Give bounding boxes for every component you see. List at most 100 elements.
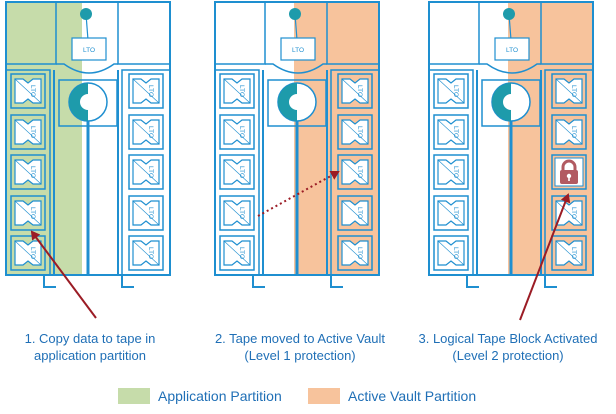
tape-label: LTO bbox=[147, 247, 154, 259]
tape-left-5: LTO bbox=[10, 235, 46, 271]
tape-cartridge-edge bbox=[437, 200, 465, 226]
tape-slot-frame bbox=[433, 235, 469, 271]
tape-cartridge-edge bbox=[555, 119, 583, 145]
tape-left-2: LTO bbox=[219, 114, 255, 150]
tape-right-2: LTO bbox=[337, 114, 373, 150]
tape-slot-frame bbox=[219, 235, 255, 271]
tape-label: LTO bbox=[147, 207, 154, 219]
base-foot-right bbox=[121, 275, 134, 288]
tape-slot-frame bbox=[128, 235, 164, 271]
tape-label: LTO bbox=[452, 85, 459, 97]
tape-slot-frame bbox=[433, 154, 469, 190]
arrow-panel-1 bbox=[30, 230, 97, 319]
caption-panel-1-line-2: application partition bbox=[33, 348, 147, 363]
tape-slot-frame bbox=[10, 235, 46, 271]
tape-label: LTO bbox=[29, 85, 36, 97]
tape-right-4: LTO bbox=[337, 195, 373, 231]
top-left-compartment bbox=[214, 1, 266, 65]
tape-cartridge-edge bbox=[132, 240, 160, 266]
tape-slot-frame bbox=[551, 73, 587, 109]
tape-cartridge-edge bbox=[132, 119, 160, 145]
tape-slot-frame bbox=[128, 114, 164, 150]
tape-label: LTO bbox=[29, 247, 36, 259]
robot-picker-blade bbox=[69, 83, 88, 121]
drive-reel bbox=[289, 8, 301, 20]
tape-slot-frame bbox=[433, 114, 469, 150]
tape-label: LTO bbox=[452, 247, 459, 259]
tape-right-3: LTO bbox=[128, 154, 164, 190]
tape-label: LTO bbox=[147, 85, 154, 97]
drive-label: LTO bbox=[292, 47, 304, 54]
tape-cartridge-edge bbox=[223, 200, 251, 226]
tape-label: LTO bbox=[29, 126, 36, 138]
legend-swatch-application bbox=[118, 388, 150, 404]
tape-right-5: LTO bbox=[337, 235, 373, 271]
tape-slot-frame bbox=[10, 73, 46, 109]
tape-label: LTO bbox=[356, 207, 363, 219]
caption-panel-1-line-1: 1. Copy data to tape in bbox=[24, 331, 156, 346]
tape-cartridge-edge bbox=[341, 119, 369, 145]
base-foot-left bbox=[252, 275, 265, 288]
tape-label: LTO bbox=[570, 247, 577, 259]
tape-slot-frame bbox=[219, 73, 255, 109]
tape-label: LTO bbox=[356, 247, 363, 259]
legend-label-application: Application Partition bbox=[158, 388, 282, 404]
tape-label: LTO bbox=[147, 126, 154, 138]
tape-slot-frame bbox=[337, 235, 373, 271]
tape-cartridge-edge bbox=[341, 78, 369, 104]
tape-cartridge-edge bbox=[437, 78, 465, 104]
robot-picker-frame bbox=[267, 79, 327, 127]
right-slot-column bbox=[121, 69, 171, 276]
tape-label: LTO bbox=[570, 126, 577, 138]
tape-cartridge-edge bbox=[132, 159, 160, 185]
tape-right-2: LTO bbox=[551, 114, 587, 150]
tape-label: LTO bbox=[238, 85, 245, 97]
tape-right-4: LTO bbox=[128, 195, 164, 231]
tape-label: LTO bbox=[29, 166, 36, 178]
base-foot-left bbox=[466, 275, 479, 288]
tape-slot-frame bbox=[219, 114, 255, 150]
tape-label: LTO bbox=[238, 207, 245, 219]
base-foot-right bbox=[544, 275, 557, 288]
tape-cartridge-edge bbox=[14, 78, 42, 104]
tape-slot-frame bbox=[128, 154, 164, 190]
tape-slot-frame bbox=[219, 154, 255, 190]
tape-cartridge-edge bbox=[14, 240, 42, 266]
tape-cartridge-edge bbox=[223, 119, 251, 145]
drive-bay bbox=[280, 37, 316, 61]
tape-slot-frame bbox=[433, 195, 469, 231]
caption-panel-2-line-1: 2. Tape moved to Active Vault bbox=[214, 331, 386, 346]
tape-cartridge-edge bbox=[223, 240, 251, 266]
drive-reel bbox=[503, 8, 515, 20]
drive-label: LTO bbox=[506, 47, 518, 54]
tape-left-4: LTO bbox=[10, 195, 46, 231]
tape-right-3: LTO bbox=[551, 154, 587, 190]
tape-cartridge-edge bbox=[132, 78, 160, 104]
tape-cartridge-edge bbox=[223, 159, 251, 185]
tape-left-3: LTO bbox=[219, 154, 255, 190]
tape-cartridge-edge bbox=[437, 240, 465, 266]
tape-slot-frame bbox=[337, 73, 373, 109]
tape-cartridge-edge bbox=[555, 78, 583, 104]
tape-cartridge-edge bbox=[437, 159, 465, 185]
tape-right-1: LTO bbox=[551, 73, 587, 109]
tape-slot-frame bbox=[337, 114, 373, 150]
tape-left-2: LTO bbox=[10, 114, 46, 150]
tape-left-3: LTO bbox=[433, 154, 469, 190]
caption-panel-2: 2. Tape moved to Active Vault (Level 1 p… bbox=[195, 330, 405, 364]
tape-label: LTO bbox=[356, 126, 363, 138]
legend-swatch-active-vault bbox=[308, 388, 340, 404]
tape-left-4: LTO bbox=[219, 195, 255, 231]
tape-left-1: LTO bbox=[219, 73, 255, 109]
tape-left-5: LTO bbox=[433, 235, 469, 271]
caption-panel-3: 3. Logical Tape Block Activated (Level 2… bbox=[400, 330, 616, 364]
tape-cartridge-edge bbox=[223, 78, 251, 104]
caption-panel-3-line-1: 3. Logical Tape Block Activated bbox=[418, 331, 598, 346]
tape-right-3: LTO bbox=[337, 154, 373, 190]
drive-label: LTO bbox=[83, 47, 95, 54]
tape-label: LTO bbox=[452, 207, 459, 219]
tape-slot-frame bbox=[219, 195, 255, 231]
robot-picker-frame bbox=[58, 79, 118, 127]
